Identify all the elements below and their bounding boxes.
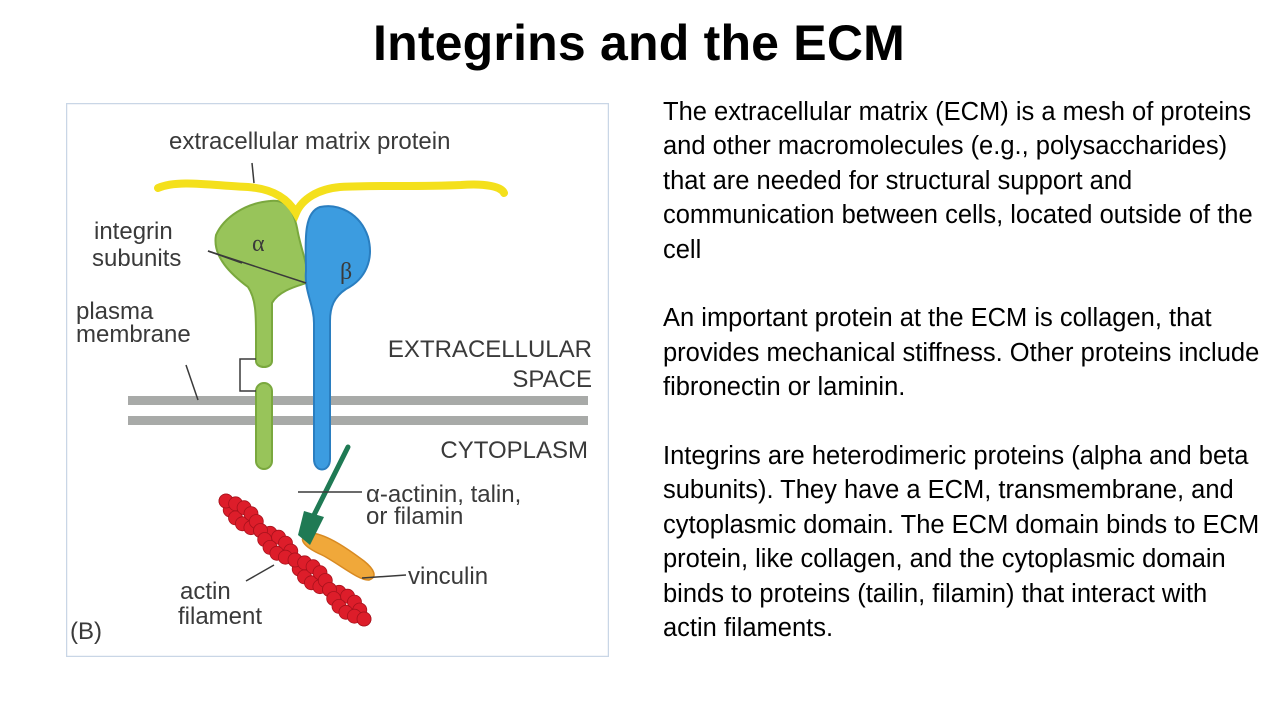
plasma-membrane [128,396,588,425]
label-filament: filament [178,603,262,630]
label-beta: β [340,259,352,285]
label-alpha: α [252,231,265,257]
body-text: The extracellular matrix (ECM) is a mesh… [663,95,1268,680]
label-actinin: α-actinin, talin, [366,481,521,508]
paragraph-integrins: Integrins are heterodimeric proteins (al… [663,442,1260,643]
label-filamin: or filamin [366,503,463,530]
paragraph-ecm-definition: The extracellular matrix (ECM) is a mesh… [663,98,1253,264]
label-plasma: plasma [76,298,154,325]
alpha-subunit [214,199,309,470]
actin-monomer [356,611,372,627]
beta-subunit [304,205,371,471]
label-actin: actin [180,578,231,605]
paragraph-collagen: An important protein at the ECM is colla… [663,304,1260,402]
label-cytoplasm: CYTOPLASM [440,437,588,464]
vinculin [301,532,375,581]
integrin-diagram: extracellular matrix protein integrin su… [66,103,609,657]
label-integrin: integrin [94,218,173,245]
label-membrane: membrane [76,321,191,348]
label-subunits: subunits [92,245,181,272]
label-ecm-protein: extracellular matrix protein [169,128,450,155]
alpha-actinin-talin-filamin [298,444,351,545]
leader-lines [185,162,407,582]
slide-title: Integrins and the ECM [372,15,905,71]
ecm-protein [154,179,508,222]
label-vinculin: vinculin [408,563,488,590]
actin-filament [218,493,372,627]
label-panel: (B) [70,618,102,645]
label-space: SPACE [512,366,592,393]
label-extracellular: EXTRACELLULAR [388,336,592,363]
